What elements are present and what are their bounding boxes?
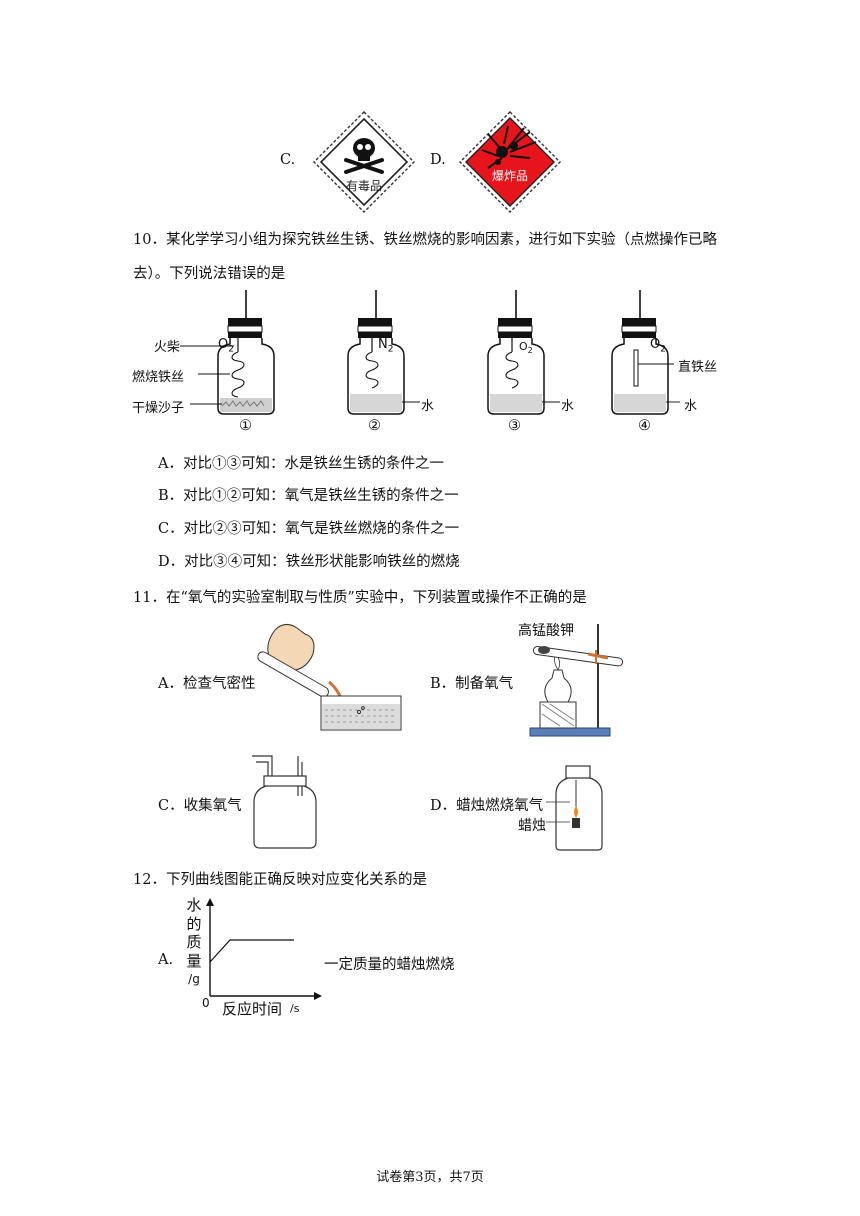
q10-option-a[interactable]: A．对比①③可知：水是铁丝生锈的条件之一 bbox=[158, 456, 444, 472]
q12-xunit: /s bbox=[290, 1002, 300, 1015]
q12-stem: 12．下列曲线图能正确反映对应变化关系的是 bbox=[133, 872, 427, 888]
candle-burning-diagram bbox=[546, 765, 603, 851]
q9-option-d-label: D. bbox=[430, 152, 446, 168]
q10-stem-line2: 去）。下列说法错误的是 bbox=[133, 266, 286, 282]
q10-stem-line1: 10．某化学学习小组为探究铁丝生锈、铁丝燃烧的影响因素，进行如下实验（点燃操作已… bbox=[133, 232, 717, 248]
bottle-4-number: ④ bbox=[638, 418, 651, 434]
q11-option-c[interactable]: C．收集氧气 bbox=[158, 798, 242, 814]
bottle-2-number: ② bbox=[368, 418, 381, 434]
ylabel-char-5: /g bbox=[188, 972, 200, 986]
ylabel-char-1: 水 bbox=[186, 896, 202, 914]
q12-ylabel: 水 的 质 量 /g bbox=[184, 896, 204, 989]
oxygen-collection-diagram bbox=[252, 755, 317, 849]
airtightness-check-diagram bbox=[257, 624, 402, 731]
q10-option-d[interactable]: D．对比③④可知：铁丝形状能影响铁丝的燃烧 bbox=[158, 554, 460, 570]
q11-option-d[interactable]: D．蜡烛燃烧氧气 bbox=[430, 798, 544, 814]
bottle-1-o2-label: O2 bbox=[218, 337, 234, 355]
q11-option-b[interactable]: B．制备氧气 bbox=[430, 676, 514, 692]
explosive-sign-text: 爆炸品 bbox=[492, 169, 528, 183]
page-footer: 试卷第3页，共7页 bbox=[376, 1170, 484, 1185]
kmno4-label: 高锰酸钾 bbox=[518, 623, 574, 639]
q11-option-a[interactable]: A．检查气密性 bbox=[158, 676, 256, 692]
q12-option-a[interactable]: A. bbox=[158, 952, 174, 968]
q12-chart-a bbox=[206, 898, 322, 1000]
q10-option-c[interactable]: C．对比②③可知：氧气是铁丝燃烧的条件之一 bbox=[158, 521, 460, 537]
straight-wire-label: 直铁丝 bbox=[678, 360, 718, 375]
q12-xlabel: 反应时间 bbox=[222, 1000, 283, 1018]
match-label: 火柴 bbox=[154, 340, 181, 355]
bottle-2-diagram bbox=[347, 290, 420, 415]
toxic-sign-icon: 有毒品 bbox=[313, 111, 415, 213]
toxic-sign-text: 有毒品 bbox=[346, 179, 382, 193]
q12-curve bbox=[209, 939, 294, 963]
q12-origin: 0 bbox=[202, 996, 210, 1010]
ylabel-char-4: 量 bbox=[186, 951, 202, 970]
ylabel-char-3: 质 bbox=[186, 933, 202, 951]
burning-wire-label: 燃烧铁丝 bbox=[132, 370, 185, 385]
dry-sand-label: 干燥沙子 bbox=[132, 401, 185, 416]
bottle-2-water-label: 水 bbox=[421, 399, 435, 414]
bottle-4-o2-label: O2 bbox=[650, 337, 666, 355]
q9-option-c-label: C. bbox=[280, 152, 296, 168]
explosive-sign-icon: 爆炸品 bbox=[459, 111, 561, 213]
candle-label: 蜡烛 bbox=[518, 818, 546, 834]
bottle-2-n2-label: N2 bbox=[378, 337, 394, 355]
ylabel-char-2: 的 bbox=[186, 914, 202, 933]
q10-option-b[interactable]: B．对比①②可知：氧气是铁丝生锈的条件之一 bbox=[158, 488, 459, 504]
bottle-3-water-label: 水 bbox=[561, 399, 575, 414]
bottle-4-water-label: 水 bbox=[684, 399, 698, 414]
q11-stem: 11．在“氧气的实验室制取与性质”实验中，下列装置或操作不正确的是 bbox=[133, 590, 587, 606]
bottle-3-number: ③ bbox=[508, 418, 521, 434]
bottle-3-diagram bbox=[487, 290, 560, 415]
bottle-1-number: ① bbox=[239, 418, 252, 434]
bottle-3-o2-label: O2 bbox=[519, 340, 533, 356]
oxygen-preparation-diagram bbox=[529, 624, 624, 737]
q12-caption: 一定质量的蜡烛燃烧 bbox=[324, 957, 455, 973]
bottle-1-diagram bbox=[180, 290, 275, 415]
bottle-4-diagram bbox=[611, 290, 680, 415]
